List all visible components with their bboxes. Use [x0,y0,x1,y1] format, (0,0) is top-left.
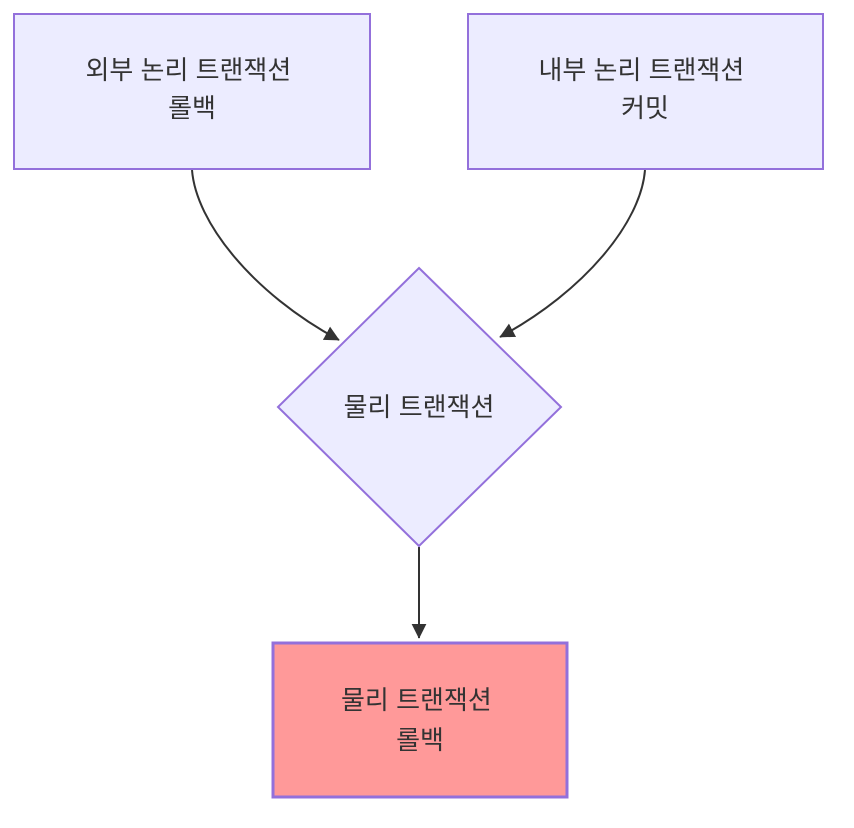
external-logical-tx-rollback-box [13,13,371,170]
node-physical-tx-rollback: 물리 트랜잭션 롤백 [271,641,569,799]
physical-tx-rollback-label: 물리 트랜잭션 롤백 [341,685,499,755]
edge-internal-commit-to-physical-tx [499,169,646,338]
node-external-logical-tx-rollback: 외부 논리 트랜잭션 롤백 [13,13,371,170]
physical-tx-rollback-box [271,641,569,799]
internal-logical-tx-commit-box [467,13,824,170]
node-physical-tx: 물리 트랜잭션 [276,266,563,548]
internal-logical-tx-commit-label: 내부 논리 트랜잭션 커밋 [538,55,751,123]
node-internal-logical-tx-commit: 내부 논리 트랜잭션 커밋 [467,13,824,170]
external-logical-tx-rollback-label: 외부 논리 트랜잭션 롤백 [85,55,298,123]
physical-tx-diamond [276,266,563,548]
physical-tx-label: 물리 트랜잭션 [344,392,495,422]
edge-external-rollback-to-physical-tx [191,169,340,341]
